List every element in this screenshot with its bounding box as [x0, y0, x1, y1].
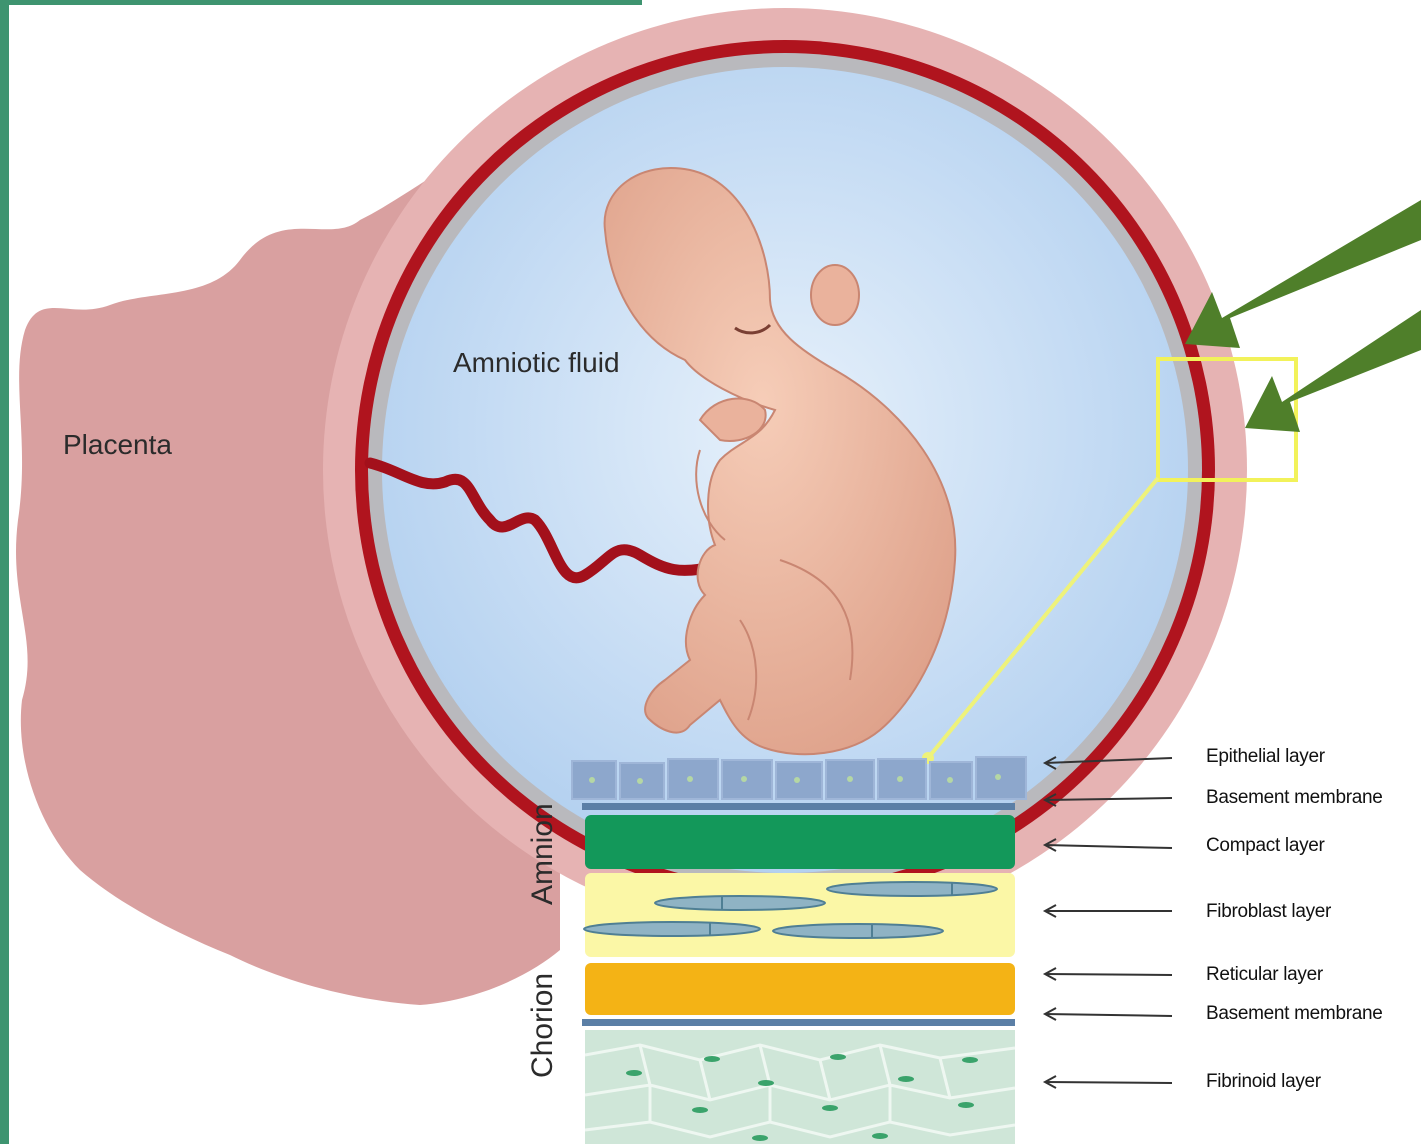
basement-membrane-upper: [582, 803, 1015, 810]
amnion-label: Amnion: [526, 803, 560, 905]
fibrinoid-layer: [585, 1030, 1015, 1144]
layer-label-reticular: Reticular layer: [1206, 964, 1323, 986]
layer-label-fibrinoid: Fibrinoid layer: [1206, 1071, 1321, 1093]
amniotic-fluid-label: Amniotic fluid: [453, 347, 620, 379]
layer-label-compact: Compact layer: [1206, 835, 1325, 857]
compact-layer: [585, 815, 1015, 869]
basement-membrane-lower: [582, 1019, 1015, 1026]
layer-label-basement-lower: Basement membrane: [1206, 1003, 1383, 1025]
placenta-label: Placenta: [63, 429, 172, 461]
layer-label-basement-upper: Basement membrane: [1206, 787, 1383, 809]
chorion-label: Chorion: [526, 973, 560, 1078]
layer-label-fibroblast: Fibroblast layer: [1206, 901, 1331, 923]
membrane-layer-stack: [572, 757, 1026, 1144]
epithelial-layer: [572, 757, 1026, 799]
layer-label-epithelial: Epithelial layer: [1206, 746, 1325, 768]
reticular-layer: [585, 963, 1015, 1015]
